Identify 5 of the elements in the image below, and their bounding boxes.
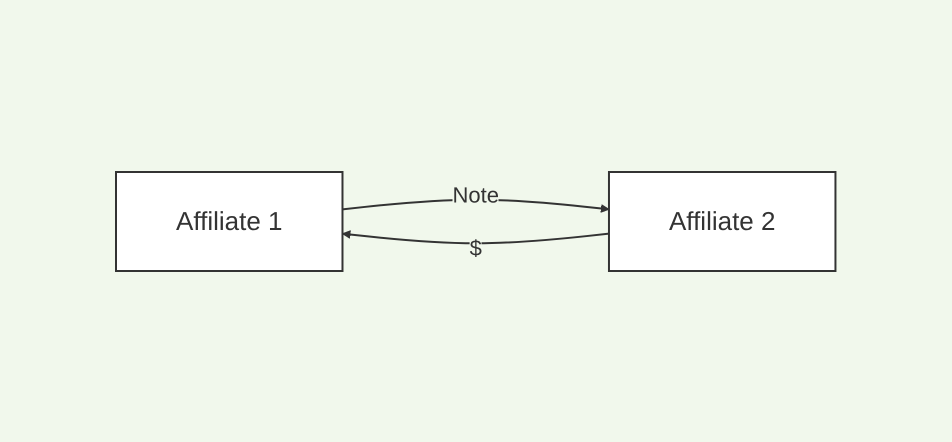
node-box: Affiliate 2	[608, 170, 837, 272]
node-box: Affiliate 1	[115, 170, 344, 272]
arrow	[342, 230, 610, 244]
edge-label: Note	[452, 182, 500, 207]
edge-label: $	[470, 235, 482, 260]
